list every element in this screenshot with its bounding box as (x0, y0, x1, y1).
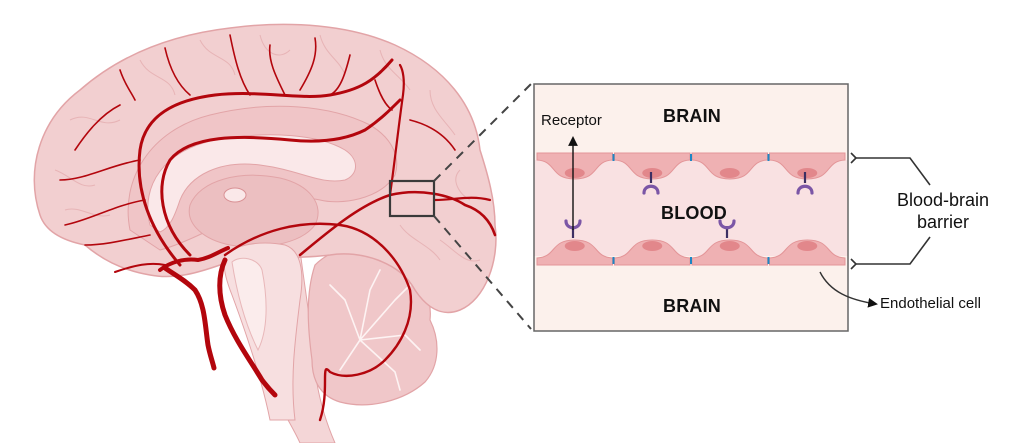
zoom-region-box (388, 179, 436, 218)
gyri-folds (54, 34, 481, 262)
upper-cell-nucleus (719, 168, 740, 178)
artery-posterior-branch (388, 63, 492, 202)
lower-cell-nucleus (564, 241, 585, 251)
upper-endothelial-cell (691, 152, 768, 180)
receptor-top-2 (796, 184, 814, 195)
upper-tight-junction (767, 154, 770, 161)
interthalamic-adhesion (223, 187, 247, 203)
label-brain-bottom: BRAIN (663, 296, 721, 316)
brain-illustration (33, 23, 497, 444)
brain-region-bottom (534, 256, 848, 331)
artery-circle-willis (158, 246, 230, 272)
bracket-tick-top (850, 152, 858, 164)
bbb-label-line1: Blood-brain (896, 190, 990, 210)
artery-basilar (217, 257, 278, 398)
lower-endothelial-cell (536, 239, 613, 266)
zoom-dash-top (433, 83, 532, 182)
receptor-top-1 (642, 184, 660, 195)
artery-branches-top (59, 34, 456, 246)
artery-ophthalmic (114, 262, 166, 273)
upper-cell-nucleus (564, 168, 585, 178)
endothelial-callout-arrow (819, 271, 878, 308)
cerebral-arteries (59, 34, 497, 422)
lower-cell-nucleus (797, 241, 818, 251)
upper-cell-nucleus (797, 168, 818, 178)
upper-endothelial-cell (614, 152, 691, 180)
lower-cell-nucleus (719, 241, 740, 251)
lower-tight-junction (767, 257, 770, 264)
artery-callosomarginal (137, 58, 394, 267)
bracket-tick-bottom (850, 258, 858, 270)
artery-pericallosal (160, 98, 402, 257)
artery-internal-carotid (162, 265, 217, 371)
endothelial-layer-top (536, 152, 846, 180)
upper-endothelial-cell (769, 152, 846, 180)
label-blood-brain-barrier: Blood-brain barrier (868, 189, 1018, 233)
lower-tight-junction (690, 257, 692, 264)
receptors (564, 172, 814, 238)
bbb-label-line2: barrier (916, 212, 969, 232)
pons (231, 257, 267, 352)
label-receptor: Receptor (541, 112, 602, 129)
zoom-dash-bottom (433, 215, 532, 330)
bbb-bracket (850, 152, 931, 270)
lower-cell-nucleus (642, 241, 663, 251)
lower-endothelial-cell (691, 239, 768, 266)
upper-tight-junction (612, 154, 615, 161)
label-blood: BLOOD (661, 203, 727, 223)
arbor-vitae (329, 269, 421, 391)
bracket-line-top (856, 157, 931, 186)
lower-endothelial-cell (614, 239, 691, 266)
thalamus (188, 174, 319, 248)
receptor-bottom-2 (718, 219, 736, 230)
endothelial-layer-bottom (536, 239, 846, 266)
lower-endothelial-cell (769, 239, 846, 266)
artery-cerebellar (223, 222, 413, 422)
bbb-zoom-panel (533, 83, 849, 332)
brain-region-top (534, 84, 848, 162)
label-brain-top: BRAIN (663, 106, 721, 126)
panel-frame (533, 83, 849, 332)
upper-tight-junction (690, 154, 692, 161)
label-endothelial-cell: Endothelial cell (880, 295, 981, 312)
upper-cell-nucleus (642, 168, 663, 178)
lower-tight-junction (612, 257, 615, 264)
bracket-line-bottom (856, 236, 931, 265)
upper-endothelial-cell (536, 152, 613, 180)
